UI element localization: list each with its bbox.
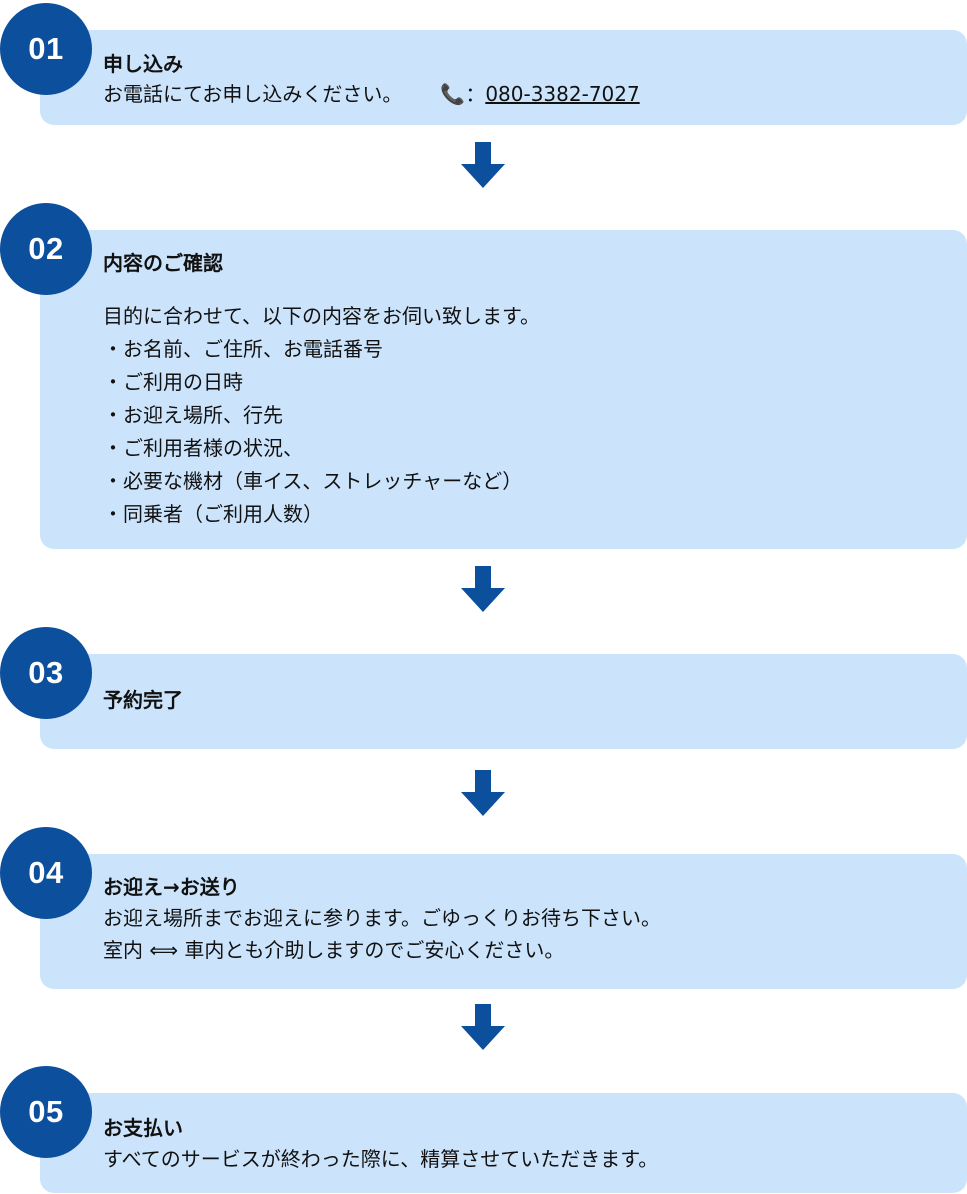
step-intro: 目的に合わせて、以下の内容をお伺い致します。	[103, 304, 540, 328]
step-number-badge: 02	[0, 203, 92, 295]
phone-separator: ：	[465, 82, 486, 106]
step-04: お迎え→お送り お迎え場所までお迎えに参ります。ごゆっくりお待ち下さい。 室内 …	[0, 824, 967, 990]
step-03: 予約完了 03	[0, 624, 967, 750]
checklist-item: ・ご利用の日時	[103, 370, 243, 394]
step-number-badge: 03	[0, 627, 92, 719]
checklist-item: ・必要な機材（車イス、ストレッチャーなど）	[103, 469, 523, 493]
step-02: 内容のご確認 目的に合わせて、以下の内容をお伺い致します。 ・お名前、ご住所、お…	[0, 200, 967, 550]
down-arrow-icon	[461, 142, 505, 188]
step-05-card: お支払い すべてのサービスが終わった際に、精算させていただきます。	[40, 1093, 967, 1193]
step-description: お電話にてお申し込みください。 📞：080-3382-7027	[103, 78, 967, 110]
step-title: お迎え→お送り	[103, 875, 240, 899]
step-title: 予約完了	[103, 688, 183, 712]
checklist-item: ・ご利用者様の状況、	[103, 436, 303, 460]
down-arrow-icon	[461, 1004, 505, 1050]
checklist-item: ・お名前、ご住所、お電話番号	[103, 337, 383, 361]
step-01: 申し込み お電話にてお申し込みください。 📞：080-3382-7027 01	[0, 0, 967, 126]
checklist: ・お名前、ご住所、お電話番号 ・ご利用の日時 ・お迎え場所、行先 ・ご利用者様の…	[103, 333, 967, 531]
step-title: 内容のご確認	[103, 251, 223, 275]
step-01-card: 申し込み お電話にてお申し込みください。 📞：080-3382-7027	[40, 30, 967, 125]
phone-contact: 📞：080-3382-7027	[440, 82, 639, 106]
step-number-badge: 05	[0, 1066, 92, 1158]
step-line: お迎え場所までお迎えに参ります。ごゆっくりお待ち下さい。	[103, 906, 661, 930]
down-arrow-icon	[461, 770, 505, 816]
step-title: 申し込み	[103, 52, 183, 76]
step-text: お電話にてお申し込みください。	[103, 82, 403, 106]
step-02-card: 内容のご確認 目的に合わせて、以下の内容をお伺い致します。 ・お名前、ご住所、お…	[40, 230, 967, 549]
down-arrow-icon	[461, 566, 505, 612]
step-description: すべてのサービスが終わった際に、精算させていただきます。	[103, 1147, 659, 1171]
phone-icon: 📞	[440, 82, 466, 106]
step-title: お支払い	[103, 1116, 183, 1140]
step-04-card: お迎え→お送り お迎え場所までお迎えに参ります。ごゆっくりお待ち下さい。 室内 …	[40, 854, 967, 989]
phone-number-link[interactable]: 080-3382-7027	[485, 82, 640, 106]
step-number-badge: 04	[0, 827, 92, 919]
checklist-item: ・お迎え場所、行先	[103, 403, 283, 427]
step-number-badge: 01	[0, 3, 92, 95]
step-03-card: 予約完了	[40, 654, 967, 749]
checklist-item: ・同乗者（ご利用人数）	[103, 502, 323, 526]
step-line: 室内 ⟺ 車内とも介助しますのでご安心ください。	[103, 938, 565, 962]
step-05: お支払い すべてのサービスが終わった際に、精算させていただきます。 05	[0, 1063, 967, 1194]
